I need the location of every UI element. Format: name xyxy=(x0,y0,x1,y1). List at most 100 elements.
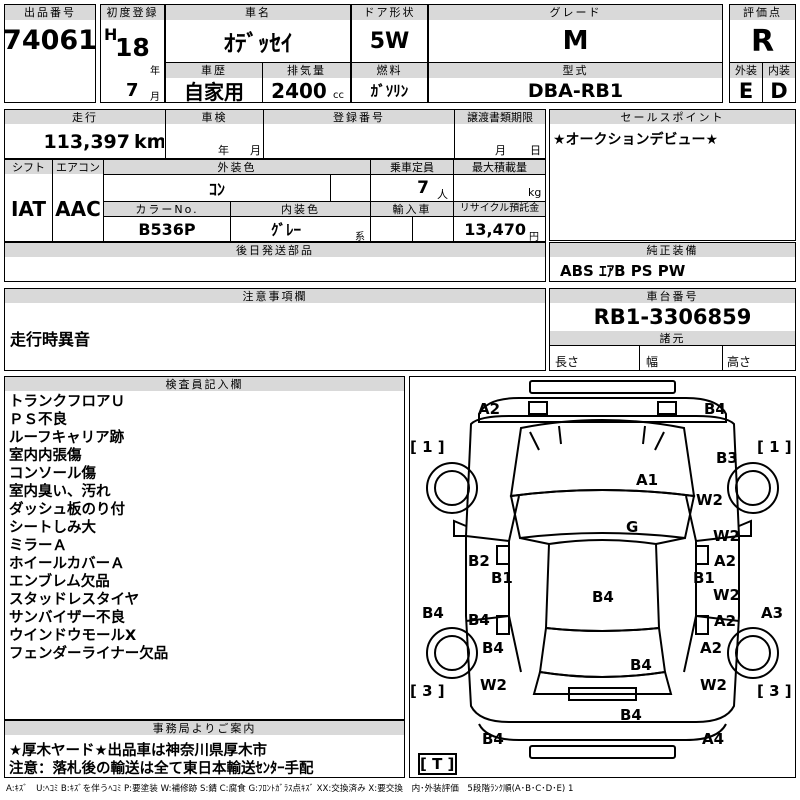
mark-b4-rear-left: B4 xyxy=(482,730,504,748)
spec-row xyxy=(4,159,546,242)
exterior-grade: E xyxy=(738,78,754,103)
interior-color-label: 内装色 xyxy=(231,202,370,216)
specs-label: 諸元 xyxy=(550,331,795,345)
inspection-month-unit: 月 xyxy=(250,144,261,157)
score-label: 評価点 xyxy=(730,5,795,20)
mark-a2-r2: A2 xyxy=(714,612,737,630)
later-parts-label: 後日発送部品 xyxy=(5,243,545,257)
mark-front-right: B4 xyxy=(704,400,726,418)
recycle-label: リサイクル預託金 xyxy=(454,202,545,216)
era: H xyxy=(104,25,118,44)
mark-a3: A3 xyxy=(761,604,784,622)
mark-b3: B3 xyxy=(716,449,738,467)
mark-b1-right: B1 xyxy=(693,569,715,587)
office-box xyxy=(4,720,405,778)
mark-front-left: A2 xyxy=(478,400,501,418)
model-code: DBA-RB1 xyxy=(527,79,624,102)
ac-label: エアコン xyxy=(53,160,103,174)
tire-right-front: [ 1 ] xyxy=(757,438,792,456)
car-info-cell xyxy=(165,4,351,103)
width-label: 幅 xyxy=(646,355,659,369)
air-conditioner: AAC xyxy=(55,197,101,221)
sales-point-box xyxy=(549,109,796,241)
import-label: 輸入車 xyxy=(371,202,453,216)
mark-a2-r1: A2 xyxy=(714,552,737,570)
fuel-label: 燃料 xyxy=(352,63,427,78)
year-unit: 年 xyxy=(150,66,160,77)
inspector-item: ルーフキャリア跡 xyxy=(9,430,125,446)
mark-a4: A4 xyxy=(702,730,725,748)
history-label: 車歴 xyxy=(166,63,262,78)
equipment-box xyxy=(549,242,796,282)
mark-b4-left-3: B4 xyxy=(482,639,504,657)
registration-year: 18 xyxy=(115,33,150,62)
mark-b2: B2 xyxy=(468,552,490,570)
lot-number-cell xyxy=(4,4,96,103)
mark-w2-r2: W2 xyxy=(713,527,740,545)
later-parts-box xyxy=(4,242,546,282)
notes-text: 走行時異音 xyxy=(10,330,91,349)
tire-right-rear: [ 3 ] xyxy=(757,682,792,700)
tire-left-rear: [ 3 ] xyxy=(410,682,445,700)
shift: IAT xyxy=(10,197,46,221)
interior-label: 内装 xyxy=(763,63,795,78)
inspector-item: ウインドウモールX xyxy=(9,628,137,644)
recycle-unit: 円 xyxy=(529,232,539,243)
first-registration-cell xyxy=(100,4,165,103)
office-label: 事務局よりご案内 xyxy=(5,721,404,735)
displacement: 2400 xyxy=(271,78,327,103)
capacity-unit: 人 xyxy=(437,188,448,201)
auction-score: R xyxy=(750,23,775,59)
equipment-list: ABS ｴｱB PS PW xyxy=(560,262,686,280)
inspector-item: スタッドレスタイヤ xyxy=(9,592,140,608)
chassis-number: RB1-3306859 xyxy=(593,305,752,329)
inspection-label: 車検 xyxy=(166,110,263,124)
inspector-item: シートしみ大 xyxy=(9,520,96,536)
notes-label: 注意事項欄 xyxy=(5,289,545,303)
grade-label: グレード xyxy=(429,5,722,20)
inspector-item: 室内内張傷 xyxy=(9,448,82,464)
chassis-label: 車台番号 xyxy=(550,289,795,303)
exterior-color-label: 外装色 xyxy=(104,160,370,174)
interior-grade: D xyxy=(770,78,788,103)
capacity-label: 乗車定員 xyxy=(371,160,453,174)
mileage-label: 走行 xyxy=(5,110,165,124)
mark-b4-center-2: B4 xyxy=(630,656,652,674)
height-label: 高さ xyxy=(727,355,752,369)
sales-point-label: セールスポイント xyxy=(550,110,795,124)
plate-label: 登録番号 xyxy=(264,110,454,124)
chassis-box xyxy=(549,288,796,371)
interior-color: ｸﾞﾚｰ xyxy=(270,221,301,239)
car-history: 自家用 xyxy=(184,80,244,103)
car-diagram xyxy=(418,380,779,775)
transfer-day-unit: 日 xyxy=(530,144,541,157)
car-name-label: 車名 xyxy=(166,5,350,20)
inspector-item: 室内臭い、汚れ xyxy=(9,484,111,500)
mark-w2-left: W2 xyxy=(480,676,507,694)
grade: M xyxy=(562,26,589,56)
mark-a2-r3: A2 xyxy=(700,639,723,657)
door-label: ドア形状 xyxy=(352,5,427,20)
transfer-deadline-label: 譲渡書類期限 xyxy=(455,110,545,124)
inspector-item: サンバイザー不良 xyxy=(9,610,125,626)
inspector-item: エンブレム欠品 xyxy=(9,574,110,590)
inspector-item: トランクフロアＵ xyxy=(9,394,125,410)
car-name: ｵﾃﾞｯｾｲ xyxy=(223,31,293,57)
mark-b4-left: B4 xyxy=(422,604,444,622)
door-type: 5W xyxy=(369,28,410,54)
door-fuel-cell xyxy=(351,4,428,103)
legend: A:ｷｽﾞ U:ﾍｺﾐ B:ｷｽﾞを伴うﾍｺﾐ P:要塗装 W:補修跡 S:錆 … xyxy=(6,784,574,794)
mark-b4-mid: B4 xyxy=(592,588,614,606)
exterior-label: 外装 xyxy=(730,63,762,78)
lot-number-label: 出品番号 xyxy=(5,5,95,20)
shift-label: シフト xyxy=(5,160,52,174)
inspector-item: ミラーＡ xyxy=(9,538,67,554)
inspector-item: ホイールカバーＡ xyxy=(9,556,125,572)
spare-tire: [ T ] xyxy=(420,755,455,773)
inspection-year-unit: 年 xyxy=(218,144,229,157)
grade-model-cell xyxy=(428,4,723,103)
max-load-label: 最大積載量 xyxy=(454,160,545,174)
inspector-item: フェンダーライナー欠品 xyxy=(9,646,169,662)
inspector-item: ダッシュ板のり付 xyxy=(9,502,125,518)
